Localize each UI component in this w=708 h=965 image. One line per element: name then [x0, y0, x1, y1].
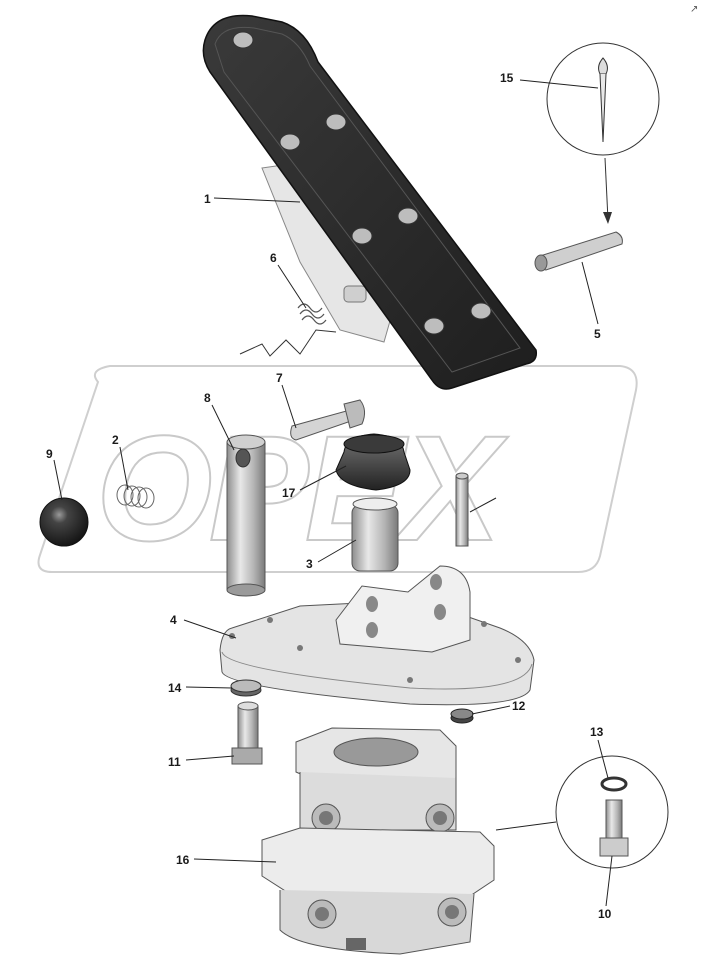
rod-part-8	[226, 434, 266, 597]
callout-5: 5	[594, 327, 601, 341]
callout-1: 1	[204, 192, 211, 206]
callout-3: 3	[306, 557, 313, 571]
boot-part-17	[335, 433, 411, 491]
callout-7: 7	[276, 371, 283, 385]
callout-17: 17	[282, 486, 296, 500]
callout-16: 16	[176, 853, 190, 867]
pedal-part	[202, 14, 538, 390]
bushing-part-11	[231, 701, 263, 765]
callout-2: 2	[112, 433, 119, 447]
piston-part-3	[351, 497, 399, 572]
callout-13: 13	[590, 725, 604, 739]
callout-4: 4	[170, 613, 177, 627]
small-pin	[455, 472, 469, 547]
corner-mark: ↗	[690, 4, 698, 15]
cover-plate-part-4	[219, 565, 535, 706]
spring-part-2	[116, 484, 155, 509]
callout-6: 6	[270, 251, 277, 265]
callout-9: 9	[46, 447, 53, 461]
pin-part-7	[290, 399, 366, 441]
ball-part-9	[39, 497, 89, 547]
callout-14: 14	[168, 681, 182, 695]
callout-12: 12	[512, 699, 526, 713]
washer-part-14	[230, 679, 262, 697]
callout-11: 11	[168, 755, 181, 769]
pin-part-5	[534, 231, 623, 272]
bolt-detail	[495, 755, 669, 869]
leader-lines	[53, 79, 613, 907]
spring-part-6	[297, 303, 327, 325]
valve-body-part-16	[261, 727, 495, 955]
callout-8: 8	[204, 391, 211, 405]
callout-labels: 1 2 3 4 5 6 7 8 9 10 11 12 13 14 15 16 1…	[46, 71, 612, 921]
callout-15: 15	[500, 71, 514, 85]
callout-10: 10	[598, 907, 612, 921]
washer-part-12	[450, 708, 474, 724]
cotter-pin-detail	[546, 42, 660, 224]
